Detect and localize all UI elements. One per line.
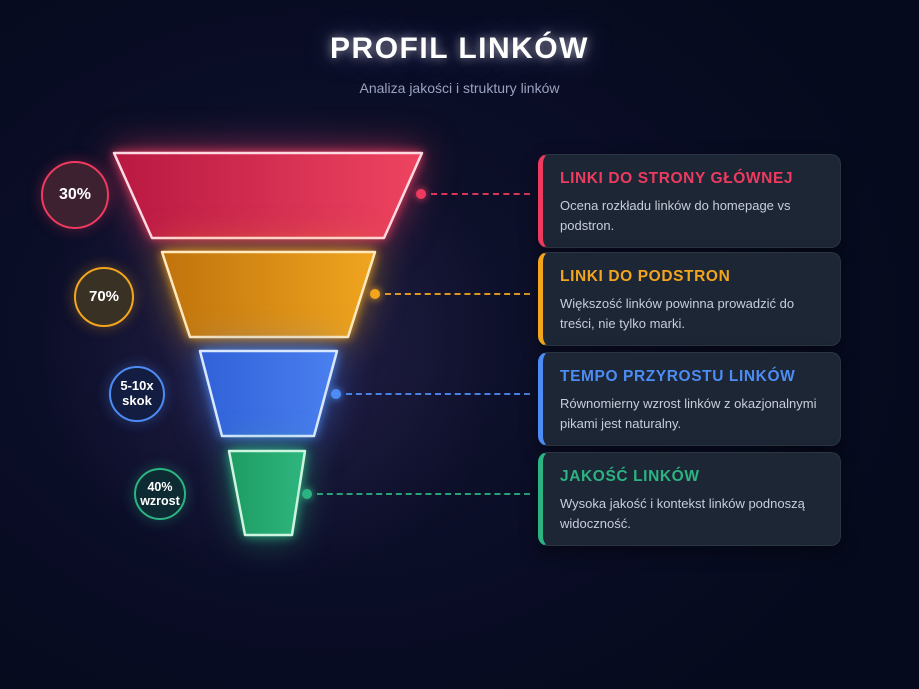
badge-label: 5-10x <box>120 378 154 394</box>
card-description: Większość linków powinna prowadzić do tr… <box>560 296 795 331</box>
connector-row-1 <box>416 189 530 199</box>
badge-circle-skok: 5-10x skok <box>109 366 165 422</box>
badge-circle-70: 70% <box>74 267 134 327</box>
connector-line <box>385 293 530 295</box>
funnel-segment-podstrony <box>160 250 377 339</box>
connector-dot <box>370 289 380 299</box>
page-title: PROFIL LINKÓW <box>330 32 589 65</box>
connector-dot <box>302 489 312 499</box>
connector-line <box>317 493 530 495</box>
card-description: Równomierny wzrost linków z okazjonalnym… <box>560 396 817 431</box>
badge-circle-30: 30% <box>41 161 109 229</box>
info-card-podstrony: LINKI DO PODSTRON Większość linków powin… <box>538 252 841 346</box>
card-title: LINKI DO STRONY GŁÓWNEJ <box>560 170 794 187</box>
info-card-jakosc: JAKOŚĆ LINKÓW Wysoka jakość i kontekst l… <box>538 452 841 546</box>
connector-line <box>346 393 530 395</box>
card-title: LINKI DO PODSTRON <box>560 268 731 285</box>
connector-row-2 <box>370 289 530 299</box>
funnel-segment-homepage <box>112 151 424 240</box>
connector-dot <box>416 189 426 199</box>
badge-label: 30% <box>58 185 92 203</box>
badge-circle-wzrost: 40% wzrost <box>134 468 186 520</box>
funnel-segment-jakosc <box>227 449 307 537</box>
card-description: Wysoka jakość i kontekst linków podnoszą… <box>560 496 805 531</box>
info-card-tempo: TEMPO PRZYROSTU LINKÓW Równomierny wzros… <box>538 352 841 446</box>
card-title: JAKOŚĆ LINKÓW <box>560 468 700 485</box>
connector-line <box>431 193 530 195</box>
funnel-segment-tempo <box>198 349 339 438</box>
badge-label-line2: wzrost <box>140 494 180 508</box>
badge-label: 40% <box>147 479 173 494</box>
card-title: TEMPO PRZYROSTU LINKÓW <box>560 368 796 385</box>
info-card-homepage: LINKI DO STRONY GŁÓWNEJ Ocena rozkładu l… <box>538 154 841 248</box>
connector-row-4 <box>302 489 530 499</box>
connector-dot <box>331 389 341 399</box>
card-description: Ocena rozkładu linków do homepage vs pod… <box>560 198 791 233</box>
badge-label: 70% <box>88 288 120 306</box>
badge-label-line2: skok <box>122 393 152 408</box>
connector-row-3 <box>331 389 530 399</box>
page-subtitle: Analiza jakości i struktury linków <box>359 80 560 96</box>
